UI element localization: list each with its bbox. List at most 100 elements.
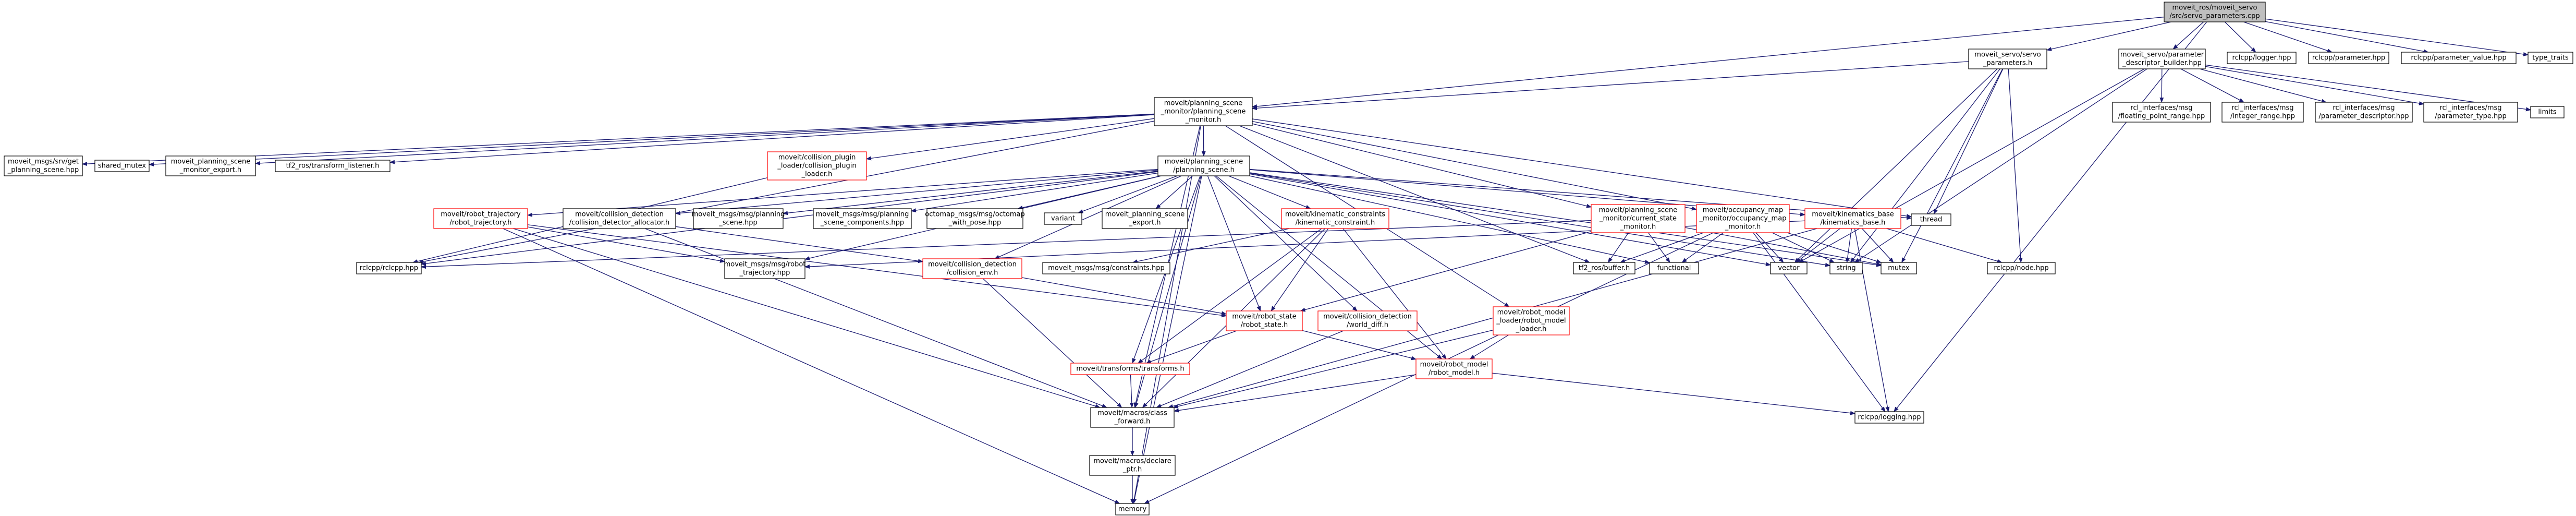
- node-rclcpp_logging[interactable]: rclcpp/logging.hpp: [1854, 411, 1924, 424]
- node-rclcpp_parameter_value[interactable]: rclcpp/parameter_value.hpp: [2401, 52, 2517, 64]
- edge-ps_h-to-mutex: [1249, 172, 1882, 267]
- node-coll_plugin[interactable]: moveit/collision_plugin_loader/collision…: [767, 151, 867, 181]
- node-declare_ptr[interactable]: moveit/macros/declare_ptr.h: [1089, 455, 1176, 476]
- node-thread[interactable]: thread: [1911, 213, 1951, 226]
- node-world_diff[interactable]: moveit/collision_detection/world_diff.h: [1317, 310, 1418, 331]
- node-box: [165, 155, 256, 176]
- node-label-line: moveit_planning_scene: [171, 158, 251, 166]
- node-fp_range[interactable]: rcl_interfaces/msg/floating_point_range.…: [2112, 102, 2211, 123]
- node-label-line: rclcpp/logging.hpp: [1858, 414, 1921, 422]
- node-psm_export[interactable]: moveit_planning_scene_monitor_export.h: [165, 155, 256, 176]
- node-msg_ps[interactable]: moveit_msgs/msg/planning_scene.hpp: [692, 208, 785, 229]
- node-kin_constraint[interactable]: moveit/kinematic_constraints/kinematic_c…: [1281, 208, 1389, 229]
- node-box: [1281, 208, 1389, 229]
- node-box: [4, 155, 83, 176]
- node-msg_constraints[interactable]: moveit_msgs/msg/constraints.hpp: [1042, 262, 1170, 274]
- edge-servo_params_h-to-rclcpp_node: [2008, 68, 2023, 263]
- node-label-line: tf2_ros/transform_listener.h: [286, 162, 380, 170]
- node-ps_h[interactable]: moveit/planning_scene/planning_scene.h: [1157, 155, 1250, 176]
- node-box: [1415, 358, 1493, 379]
- edge-root-to-rclcpp_parameter: [2243, 21, 2333, 53]
- node-label-line: /parameter_type.hpp: [2435, 113, 2506, 121]
- edge-rml-to-class_fwd: [1173, 330, 1494, 409]
- node-label-line: moveit_msgs/msg/planning: [692, 211, 785, 219]
- node-label-line: /floating_point_range.hpp: [2118, 113, 2205, 121]
- node-robot_model[interactable]: moveit/robot_model/robot_model.h: [1415, 358, 1493, 379]
- edge-ps_h-to-memory: [1132, 175, 1202, 504]
- edge-psm-to-ps_h: [1201, 125, 1206, 157]
- node-label-line: /kinematics_base.h: [1821, 219, 1886, 227]
- node-param_type[interactable]: rcl_interfaces/msg/parameter_type.hpp: [2423, 102, 2518, 123]
- node-octomap[interactable]: octomap_msgs/msg/octomap_with_pose.hpp: [925, 208, 1025, 229]
- node-occ_map[interactable]: moveit/occupancy_map_monitor/occupancy_m…: [1696, 204, 1790, 233]
- node-transforms[interactable]: moveit/transforms/transforms.h: [1070, 363, 1190, 375]
- node-root[interactable]: moveit_ros/moveit_servo/src/servo_parame…: [2164, 2, 2266, 22]
- node-label-line: /robot_trajectory.h: [450, 219, 512, 227]
- node-rclcpp_parameter[interactable]: rclcpp/parameter.hpp: [2308, 52, 2389, 64]
- edge-cd_alloc-to-coll_env: [675, 226, 923, 263]
- node-csm[interactable]: moveit/planning_scene_monitor/current_st…: [1591, 204, 1686, 233]
- edge-psm-to-csm: [1252, 123, 1592, 208]
- node-mutex[interactable]: mutex: [1881, 262, 1917, 274]
- node-label-line: _monitor/occupancy_map: [1699, 215, 1787, 223]
- node-cd_alloc[interactable]: moveit/collision_detection/collision_det…: [563, 208, 676, 229]
- node-tf2_listener[interactable]: tf2_ros/transform_listener.h: [275, 160, 390, 172]
- edge-root-to-rclcpp_logging: [1894, 21, 2207, 412]
- node-box: [1157, 155, 1250, 176]
- node-param_builder[interactable]: moveit_servo/parameter_descriptor_builde…: [2118, 49, 2206, 69]
- edge-robot_state-to-robot_model: [1302, 330, 1417, 361]
- node-memory[interactable]: memory: [1115, 503, 1150, 515]
- node-label-line: _loader/robot_model: [1496, 317, 1566, 325]
- edge-ps_h-to-string: [1249, 173, 1830, 267]
- node-vector[interactable]: vector: [1770, 262, 1808, 274]
- node-get_ps[interactable]: moveit_msgs/srv/get_planning_scene.hpp: [4, 155, 83, 176]
- node-msg_rt[interactable]: moveit_msgs/msg/robot_trajectory.hpp: [724, 258, 806, 279]
- node-rclcpp_logger[interactable]: rclcpp/logger.hpp: [2227, 52, 2297, 64]
- edge-rml-to-robot_model: [1469, 334, 1509, 359]
- node-type_traits[interactable]: type_traits: [2528, 52, 2573, 64]
- node-shared_mutex[interactable]: shared_mutex: [94, 160, 150, 172]
- edge-csm-to-functional: [1648, 232, 1670, 263]
- edge-ps_h-to-world_diff: [1214, 175, 1358, 311]
- node-label-line: moveit/collision_detection: [928, 261, 1017, 269]
- node-label-line: variant: [1051, 215, 1075, 223]
- node-string[interactable]: string: [1829, 262, 1863, 274]
- node-label-line: vector: [1778, 265, 1800, 272]
- node-robot_traj[interactable]: moveit/robot_trajectory/robot_trajectory…: [433, 208, 528, 229]
- node-psm[interactable]: moveit/planning_scene_monitor/planning_s…: [1154, 97, 1253, 126]
- node-limits[interactable]: limits: [2530, 106, 2565, 118]
- node-functional[interactable]: functional: [1649, 262, 1699, 274]
- node-kin_base[interactable]: moveit/kinematics_base/kinematics_base.h: [1804, 208, 1901, 229]
- edge-csm-to-robot_state: [1300, 231, 1592, 312]
- node-param_desc[interactable]: rcl_interfaces/msg/parameter_descriptor.…: [2315, 102, 2413, 123]
- edge-kin_constraint-to-robot_state: [1271, 228, 1329, 311]
- node-label-line: _planning_scene.hpp: [7, 166, 79, 174]
- node-class_fwd[interactable]: moveit/macros/class_forward.h: [1090, 407, 1175, 428]
- node-label-line: rcl_interfaces/msg: [2231, 104, 2293, 112]
- edge-ps_h-to-variant: [1078, 175, 1178, 213]
- node-variant[interactable]: variant: [1044, 212, 1082, 225]
- node-coll_env[interactable]: moveit/collision_detection/collision_env…: [922, 258, 1022, 279]
- edge-root-to-rclcpp_logger: [2224, 21, 2256, 53]
- node-tf2_buffer[interactable]: tf2_ros/buffer.h: [1573, 262, 1635, 274]
- node-rclcpp[interactable]: rclcpp/rclcpp.hpp: [356, 262, 422, 274]
- node-box: [433, 208, 528, 229]
- node-robot_state[interactable]: moveit/robot_state/robot_state.h: [1226, 310, 1303, 331]
- node-box: [2227, 52, 2297, 64]
- node-rml[interactable]: moveit/robot_model_loader/robot_model_lo…: [1493, 306, 1570, 335]
- node-int_range[interactable]: rcl_interfaces/msg/integer_range.hpp: [2221, 102, 2304, 123]
- edge-world_diff-to-class_fwd: [1156, 330, 1344, 408]
- node-label-line: /collision_detector_allocator.h: [569, 219, 670, 227]
- node-msg_psc[interactable]: moveit_msgs/msg/planning_scene_component…: [813, 208, 912, 229]
- node-label-line: /world_diff.h: [1347, 321, 1388, 329]
- node-label-line: moveit_msgs/msg/robot: [724, 261, 806, 269]
- node-box: [1854, 411, 1924, 424]
- edge-kin_constraint-to-robot_model: [1342, 228, 1447, 359]
- node-box: [1770, 262, 1808, 274]
- node-rclcpp_node[interactable]: rclcpp/node.hpp: [1987, 262, 2056, 274]
- node-ps_export[interactable]: moveit_planning_scene_export.h: [1102, 208, 1188, 229]
- node-label-line: /planning_scene.h: [1173, 166, 1235, 174]
- node-servo_params_h[interactable]: moveit_servo/servo_parameters.h: [1968, 49, 2047, 69]
- node-label-line: rcl_interfaces/msg: [2333, 104, 2395, 112]
- node-label-line: octomap_msgs/msg/octomap: [925, 211, 1024, 219]
